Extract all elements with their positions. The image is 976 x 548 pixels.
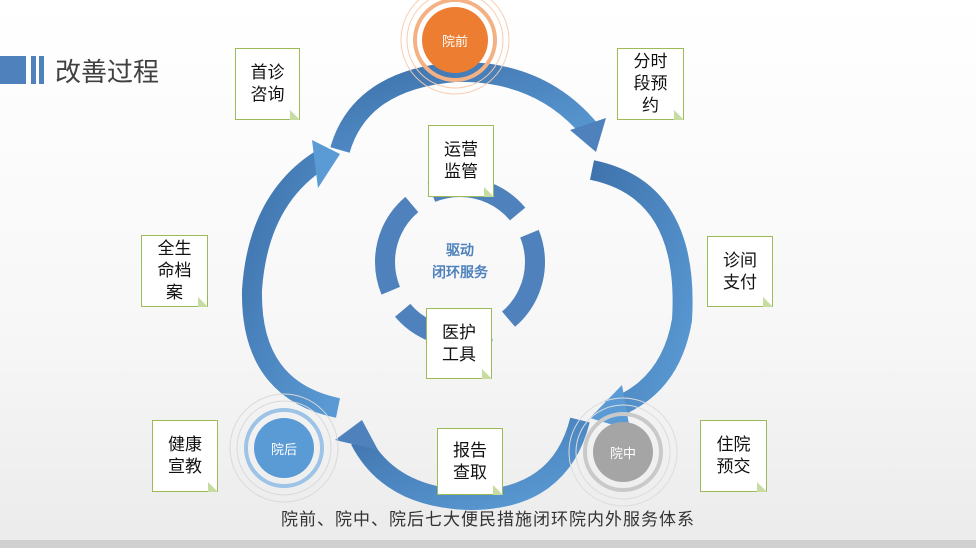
note-text: 住院预交 (716, 435, 751, 477)
cycle-arrow-left (241, 151, 341, 418)
note-medical-tools: 医护工具 (426, 308, 492, 379)
during-stage-halo (568, 397, 678, 507)
cycle-arrow-bottom (351, 417, 590, 511)
arrowhead-left (312, 140, 340, 188)
note-inpatient-deposit: 住院预交 (700, 420, 767, 492)
note-first-consult: 首诊咨询 (235, 48, 300, 120)
stage-during: 院中 (593, 422, 653, 482)
title-decoration (31, 56, 36, 84)
center-label-line1: 驱动 (446, 243, 474, 259)
note-timed-booking: 分时段预约 (617, 48, 684, 120)
note-text: 全生命档案 (157, 239, 192, 303)
note-report: 报告查取 (437, 428, 503, 495)
caption: 院前、院中、院后七大便民措施闭环院内外服务体系 (281, 510, 695, 530)
post-stage-halo (229, 393, 339, 503)
stage-post: 院后 (254, 418, 314, 478)
title-decoration (39, 56, 44, 84)
note-text: 分时段预约 (633, 52, 668, 116)
note-life-record: 全生命档案 (141, 235, 208, 307)
note-text: 首诊咨询 (250, 63, 285, 105)
note-health-edu: 健康宣教 (152, 420, 218, 492)
pre-stage-halo (400, 0, 510, 95)
page-title: 改善过程 (55, 58, 160, 88)
bottom-strip (0, 540, 976, 548)
note-text: 报告查取 (453, 440, 487, 483)
center-label: 驱动 闭环服务 (400, 240, 520, 284)
center-label-line2: 闭环服务 (432, 265, 488, 281)
note-text: 健康宣教 (168, 435, 202, 477)
arrowhead-bottom (335, 420, 378, 450)
note-text: 医护工具 (442, 322, 476, 365)
note-text: 诊间支付 (723, 250, 757, 293)
stage-pre: 院前 (422, 7, 488, 73)
cycle-arrow-right (589, 160, 693, 420)
note-clinic-payment: 诊间支付 (707, 236, 773, 307)
arrowhead-right (590, 385, 630, 430)
arrowhead-top (570, 118, 606, 152)
note-operations: 运营监管 (428, 125, 494, 197)
note-text: 运营监管 (444, 140, 478, 182)
title-decoration (0, 56, 26, 84)
